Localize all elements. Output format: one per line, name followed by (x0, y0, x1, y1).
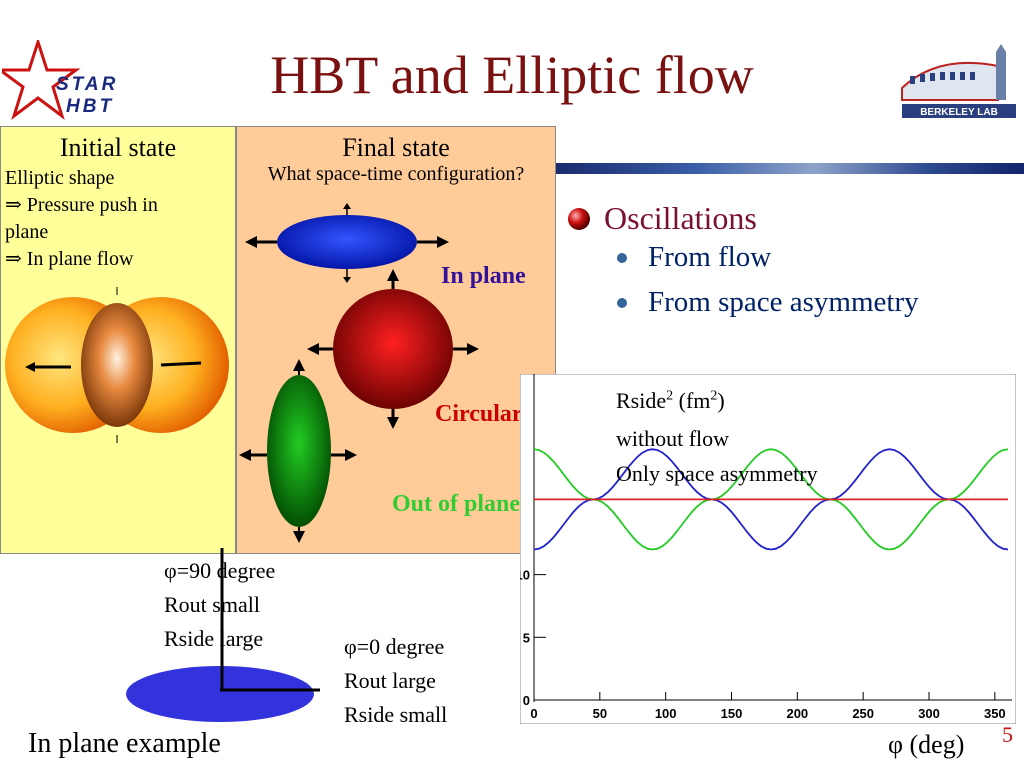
initial-line-3: plane (5, 221, 49, 243)
initial-line-4: ⇒ In plane flow (5, 248, 134, 270)
slide-number: 5 (1002, 722, 1013, 747)
berkeley-lab-text: BERKELEY LAB (920, 107, 998, 118)
initial-state-heading: Initial state (59, 133, 177, 162)
x-tick-label: 200 (786, 706, 808, 721)
series-line-0 (533, 448, 1009, 551)
x-tick-label: 300 (918, 706, 940, 721)
hbt-logo-text: HBT (66, 96, 114, 117)
bullet-oscillations: Oscillations (604, 200, 757, 236)
x-axis-label: φ (deg) (888, 730, 965, 759)
decorative-bar (556, 163, 1024, 174)
plot-title: Rside2 (fm2) (616, 388, 725, 414)
series-line-1 (533, 448, 1009, 551)
plot-title-unit-sup: 2 (710, 388, 718, 404)
y-tick-label: 0 (523, 693, 530, 708)
plot-line-space-asymmetry: Only space asymmetry (616, 461, 818, 486)
in-plane-example-caption: In plane example (28, 728, 221, 759)
phi-0-line-3: Rside small (344, 702, 448, 727)
slide-title: HBT and Elliptic flow (270, 45, 754, 105)
in-plane-example-diagram (126, 548, 320, 722)
final-state-question: What space-time configuration? (267, 163, 525, 185)
blue-dot-bullet-icon (617, 297, 627, 308)
phi-90-line-1: φ=90 degree (164, 558, 276, 583)
final-state-heading: Final state (342, 133, 450, 162)
final-state-panel: Final state What space-time configuratio… (236, 126, 556, 554)
initial-line-1: Elliptic shape (5, 167, 115, 189)
in-plane-label: In plane (441, 263, 526, 289)
y-tick-label: 10 (520, 568, 530, 583)
initial-state-panel: Initial state Elliptic shape ⇒ Pressure … (0, 126, 236, 554)
x-tick-label: 150 (721, 706, 743, 721)
x-tick-label: 250 (852, 706, 874, 721)
out-of-plane-label: Out of plane (392, 491, 521, 517)
phi-90-line-3: Rside large (164, 626, 264, 651)
plot-title-sup: 2 (666, 388, 674, 404)
phi-0-line-1: φ=0 degree (344, 634, 445, 659)
berkeley-lab-logo: BERKELEY LAB (901, 44, 1016, 118)
star-hbt-logo: STAR HBT (2, 40, 118, 120)
x-tick-label: 50 (593, 706, 607, 721)
plot-title-unit: (fm (673, 388, 711, 413)
phi-0-notes: φ=0 degree Rout large Rside small (344, 630, 447, 732)
plot-title-close: ) (717, 388, 725, 413)
x-tick-label: 100 (655, 706, 677, 721)
final-state-diagram (239, 203, 479, 543)
initial-line-2: ⇒ Pressure push in (5, 194, 158, 216)
phi-90-notes: φ=90 degree Rout small Rside large (164, 554, 275, 656)
plot-line-without-flow: without flow (616, 426, 730, 451)
plot-title-base: Rside (616, 388, 667, 413)
overlapping-nuclei-diagram (5, 287, 229, 443)
blue-dot-bullet-icon (617, 252, 627, 263)
bullet-from-space-asymmetry: From space asymmetry (648, 286, 919, 318)
bullet-list: Oscillations From flow From space asymme… (566, 200, 919, 319)
bullet-from-flow: From flow (648, 241, 772, 273)
circular-label: Circular (435, 401, 523, 427)
phi-0-line-2: Rout large (344, 668, 436, 693)
red-ball-bullet-icon (568, 207, 590, 230)
x-tick-label: 0 (530, 706, 537, 721)
star-logo-text: STAR (56, 74, 118, 95)
y-tick-label: 5 (523, 630, 530, 645)
phi-90-line-2: Rout small (164, 592, 260, 617)
rside-vs-phi-plot: 0 50 100 150 200 250 300 350 0 5 10 (520, 374, 1016, 724)
x-tick-label: 350 (984, 706, 1006, 721)
